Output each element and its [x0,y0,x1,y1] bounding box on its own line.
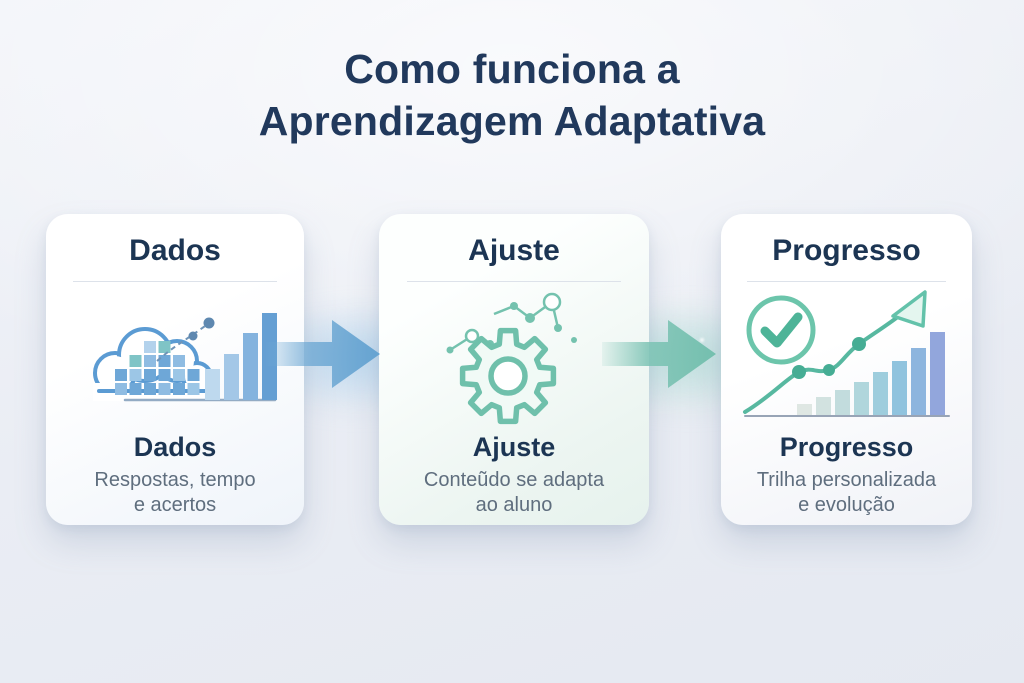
card-header: Progresso [772,234,921,267]
step-description: Respostas, tempo e acertos [94,469,256,516]
check-growth-chart-icon [721,286,972,428]
page-title: Como funciona a Aprendizagem Adaptativa [0,44,1024,147]
flow-arrow-right-icon [602,320,716,388]
step-description: Trilha personalizada e evolução [756,469,937,516]
step-description: Conteũdo se adapta ao aluno [423,469,605,516]
flow-arrow-right-icon [266,320,380,388]
step-label: Progresso [779,432,914,462]
header-divider [747,281,946,282]
card-header: Dados [129,234,221,267]
step-label: Ajuste [472,432,556,462]
card-header: Ajuste [468,234,560,267]
step-label: Dados [133,432,217,462]
step-card-progresso: Progresso [721,214,972,525]
title-line-1: Como funciona a [344,46,680,92]
title-line-2: Aprendizagem Adaptativa [258,97,766,144]
header-divider [73,281,277,282]
sparkle-dot [700,338,704,342]
header-divider [407,281,621,282]
